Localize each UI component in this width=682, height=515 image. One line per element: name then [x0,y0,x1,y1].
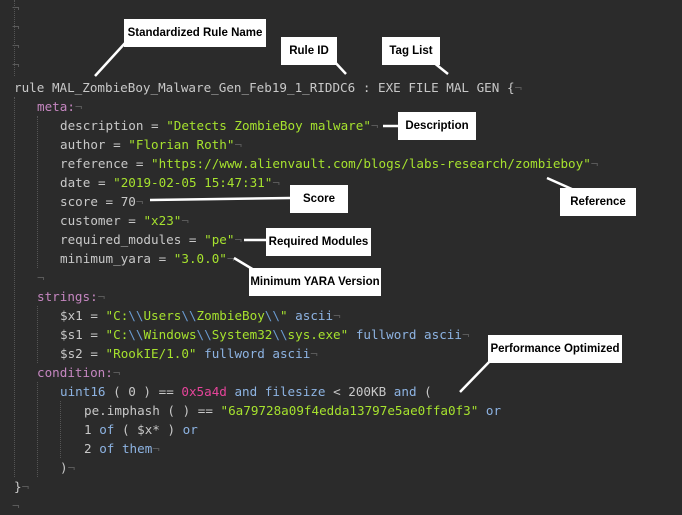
indent-guide [14,0,15,76]
empty-line: ¬ [12,19,20,34]
open-brace: { [506,80,515,95]
callout-rule-id: Rule ID [281,37,337,65]
empty-line: ¬ [37,270,45,285]
indent-guide [60,401,61,458]
meta-line-customer: customer = "x23"¬ [60,213,189,228]
indent-guide [37,306,38,363]
rule-name: MAL_ZombieBoy_Malware_Gen_Feb19_1_RIDDC6 [51,80,356,95]
strings-label-line: strings:¬ [37,289,106,304]
condition-line-2: pe.imphash ( ) == "6a79728a09f4edda13797… [84,403,502,418]
meta-line-author: author = "Florian Roth"¬ [60,137,243,152]
callout-score: Score [290,185,348,213]
rule-tags: EXE FILE MAL GEN [378,80,500,95]
empty-line: ¬ [12,57,20,72]
callout-tag-list: Tag List [382,37,440,65]
meta-line-reference: reference = "https://www.alienvault.com/… [60,156,599,171]
indent-guide [14,97,15,477]
indent-guide [37,116,38,268]
callout-description: Description [398,112,476,140]
meta-line-description: description = "Detects ZombieBoy malware… [60,118,379,133]
callout-performance: Performance Optimized [488,335,622,363]
empty-line: ¬ [12,498,20,513]
empty-line: ¬ [12,38,20,53]
meta-line-score: score = 70¬ [60,194,144,209]
strings-label: strings: [37,289,98,304]
condition-line-3: 1 of ( $x* ) or [84,422,198,437]
meta-line-date: date = "2019-02-05 15:47:31"¬ [60,175,280,190]
colon: : [362,80,371,95]
rule-header-line: rule MAL_ZombieBoy_Malware_Gen_Feb19_1_R… [14,80,523,95]
empty-line: ¬ [12,0,20,15]
string-line-s2: $s2 = "RookIE/1.0" fullword ascii¬ [60,346,318,361]
string-line-x1: $x1 = "C:\\Users\\ZombieBoy\\" ascii¬ [60,308,341,323]
callout-minimum-yara: Minimum YARA Version [249,268,381,296]
callout-rule-name: Standardized Rule Name [124,19,266,47]
callout-required-modules: Required Modules [266,228,371,256]
condition-label: condition: [37,365,113,380]
close-brace-line: }¬ [14,479,30,494]
close-paren-line: )¬ [60,460,76,475]
meta-label-line: meta:¬ [37,99,83,114]
indent-guide [37,382,38,477]
condition-line-1: uint16 ( 0 ) == 0x5a4d and filesize < 20… [60,384,432,399]
rule-keyword: rule [14,80,45,95]
callout-reference: Reference [560,188,636,216]
meta-line-required-modules: required_modules = "pe"¬ [60,232,243,247]
condition-label-line: condition:¬ [37,365,121,380]
string-line-s1: $s1 = "C:\\Windows\\System32\\sys.exe" f… [60,327,470,342]
condition-line-4: 2 of them¬ [84,441,160,456]
meta-label: meta: [37,99,75,114]
meta-line-minimum-yara: minimum_yara = "3.0.0"¬ [60,251,235,266]
